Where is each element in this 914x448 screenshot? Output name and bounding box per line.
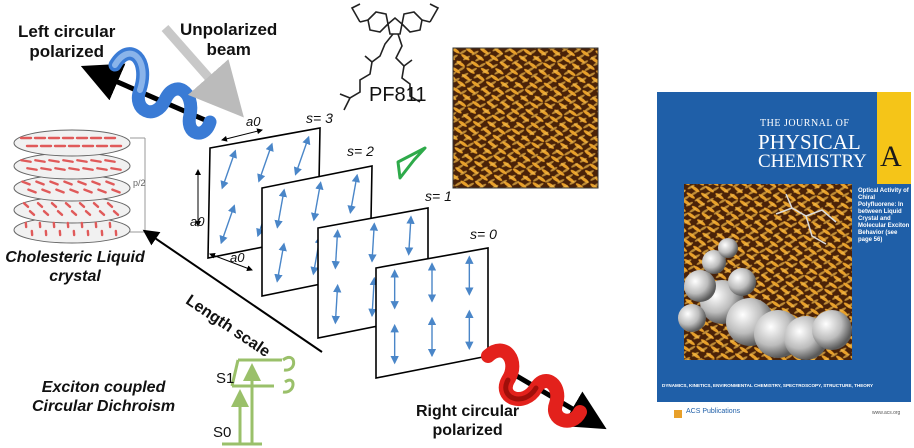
lc-rod xyxy=(110,167,122,171)
polarization-arrow xyxy=(331,229,342,270)
lc-rod xyxy=(112,209,120,217)
s3-label: s= 3 xyxy=(306,110,333,126)
left-circular-helix xyxy=(80,47,217,140)
lc-rod xyxy=(82,167,94,171)
lc-rod xyxy=(104,159,116,163)
lc-rod xyxy=(97,188,107,194)
lc-rod xyxy=(105,180,115,186)
unpolarized-beam-arrow xyxy=(161,25,244,118)
website-label: www.acs.org xyxy=(872,410,901,416)
lc-rod xyxy=(62,159,74,163)
cover-sidebar-text: Optical Activity of Chiral Polyfluorene:… xyxy=(858,188,910,243)
left-circular-label: Left circular polarized xyxy=(18,22,116,61)
lc-rod xyxy=(98,209,106,217)
polarization-arrow xyxy=(274,242,287,283)
lc-rod xyxy=(22,201,30,209)
lc-rod xyxy=(36,201,44,209)
lc-rod xyxy=(26,167,38,171)
lc-rod xyxy=(64,201,72,209)
exciton-energy-diagram xyxy=(222,356,296,446)
lc-rod xyxy=(68,167,80,171)
a0-left-label: a0 xyxy=(190,214,205,229)
publisher-label: ACS Publications xyxy=(686,408,741,415)
right-circular-label: Right circular polarized xyxy=(416,403,520,439)
unpolarized-label: Unpolarized beam xyxy=(180,20,278,59)
polarization-arrow xyxy=(404,215,415,256)
lc-rod xyxy=(50,201,58,209)
s2-label: s= 2 xyxy=(347,143,374,159)
pf811-structure xyxy=(339,3,440,111)
polarization-arrow xyxy=(310,181,324,222)
s1-label: s= 1 xyxy=(425,188,452,204)
lc-rod xyxy=(21,180,31,186)
journal-letter: A xyxy=(880,140,902,173)
polarization-arrow xyxy=(274,188,288,229)
lattice-frames xyxy=(207,127,489,379)
check-mark-icon xyxy=(396,146,427,180)
lc-rod xyxy=(28,209,36,217)
polarization-arrow xyxy=(257,142,274,183)
polarization-arrow xyxy=(368,276,379,318)
cholesteric-stack xyxy=(13,129,146,244)
lc-rod xyxy=(92,201,100,209)
a0-top-label: a0 xyxy=(246,114,261,129)
lc-rod xyxy=(35,180,45,186)
polarization-arrow xyxy=(219,204,236,245)
dimension-arrows xyxy=(195,128,263,272)
afm-image xyxy=(452,47,599,189)
lc-rod xyxy=(96,167,108,171)
lc-rod xyxy=(55,188,65,194)
journal-cover xyxy=(653,90,913,428)
polarization-arrow xyxy=(331,283,342,325)
journal-title-line2: PHYSICAL xyxy=(758,130,861,154)
lc-rod xyxy=(90,159,102,163)
s0-label: s= 0 xyxy=(470,226,497,242)
polymer-label: PF811 xyxy=(369,84,427,106)
cover-bottom-strip: DYNAMICS, KINETICS, ENVIRONMENTAL CHEMIS… xyxy=(662,383,874,388)
s0-state-label: S0 xyxy=(213,424,232,441)
right-circular-helix xyxy=(481,343,607,430)
lc-rod xyxy=(34,159,46,163)
polarization-arrow xyxy=(220,149,237,190)
s1-state-label: S1 xyxy=(216,370,235,387)
lc-rod xyxy=(42,209,50,217)
lc-rod xyxy=(63,180,73,186)
polarization-arrow xyxy=(368,222,379,263)
lc-rod xyxy=(27,188,37,194)
lc-rod xyxy=(77,180,87,186)
pitch-label: p/2 xyxy=(133,178,146,188)
polarization-arrow xyxy=(347,173,361,215)
lattice-frame xyxy=(375,247,489,379)
lc-rod xyxy=(83,188,93,194)
lc-rod xyxy=(70,209,78,217)
lc-rod xyxy=(106,201,114,209)
lc-rod xyxy=(84,209,92,217)
lc-rod xyxy=(76,159,88,163)
lc-rod xyxy=(40,167,52,171)
lc-rod xyxy=(91,180,101,186)
lc-rod xyxy=(54,167,66,171)
lc-rod xyxy=(41,188,51,194)
lc-rod xyxy=(48,159,60,163)
lc-rod xyxy=(78,201,86,209)
lc-rod xyxy=(111,188,121,194)
length-scale-arrow xyxy=(142,229,323,353)
journal-title-line3: CHEMISTRY xyxy=(758,151,867,172)
lc-rod xyxy=(49,180,59,186)
cholesteric-label: Cholesteric Liquid crystal xyxy=(5,249,145,285)
journal-title-line1: THE JOURNAL OF xyxy=(760,118,850,129)
a0-bottom-label: a0 xyxy=(230,250,245,265)
lc-rod xyxy=(20,159,32,163)
lc-rod xyxy=(56,209,64,217)
polarization-arrow xyxy=(293,135,311,176)
lc-rod xyxy=(69,188,79,194)
exciton-label: Exciton coupled Circular Dichroism xyxy=(32,379,176,415)
